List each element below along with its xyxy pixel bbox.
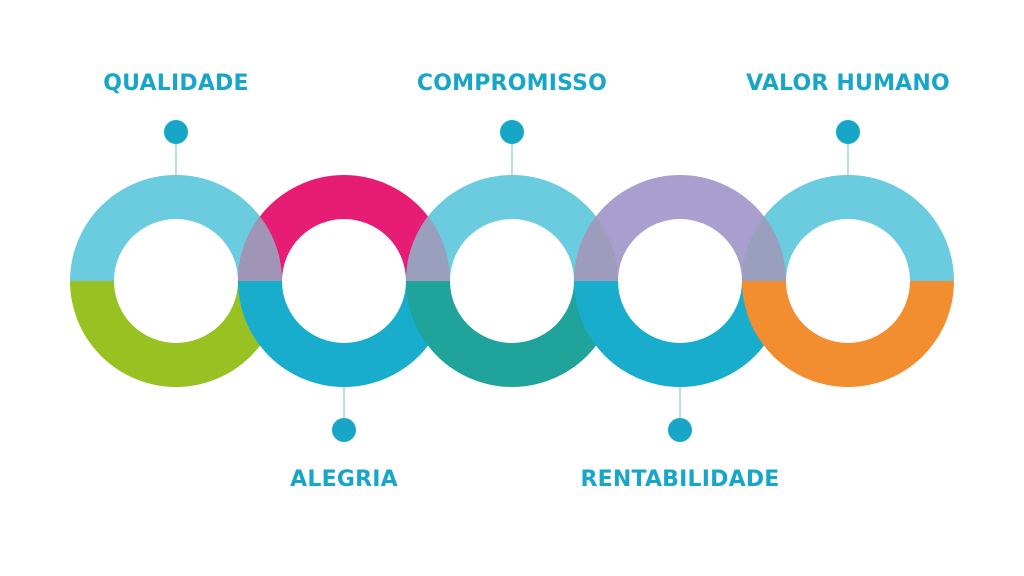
label-qualidade: QUALIDADE [103,71,249,96]
ring-qualidade-bottom-half [70,281,282,387]
label-alegria: ALEGRIA [290,467,398,492]
ring-compromisso [406,175,618,387]
label-rentabilidade: RENTABILIDADE [580,467,779,492]
ring-rentabilidade-top-half [574,175,786,281]
ring-rentabilidade [574,175,786,387]
label-valor-humano: VALOR HUMANO [746,71,950,96]
rings-group [70,175,954,387]
connector-dot-valor-humano [836,120,860,144]
ring-alegria [238,175,450,387]
ring-compromisso-bottom-half [406,281,618,387]
labels-group: QUALIDADE ALEGRIA COMPROMISSO RENTABILIDADE… [103,71,950,492]
ring-rentabilidade-bottom-half [574,281,786,387]
connector-dot-qualidade [164,120,188,144]
connectors-group [164,120,860,442]
ring-compromisso-top-half [406,175,618,281]
ring-qualidade-top-half [70,175,282,281]
ring-alegria-bottom-half [238,281,450,387]
ring-valor-humano-top-half [742,175,954,281]
ring-valor-humano-bottom-half [742,281,954,387]
label-compromisso: COMPROMISSO [417,71,607,96]
ring-valor-humano [742,175,954,387]
ring-alegria-top-half [238,175,450,281]
connector-dot-compromisso [500,120,524,144]
connector-dot-rentabilidade [668,418,692,442]
ring-qualidade [70,175,282,387]
connector-dot-alegria [332,418,356,442]
